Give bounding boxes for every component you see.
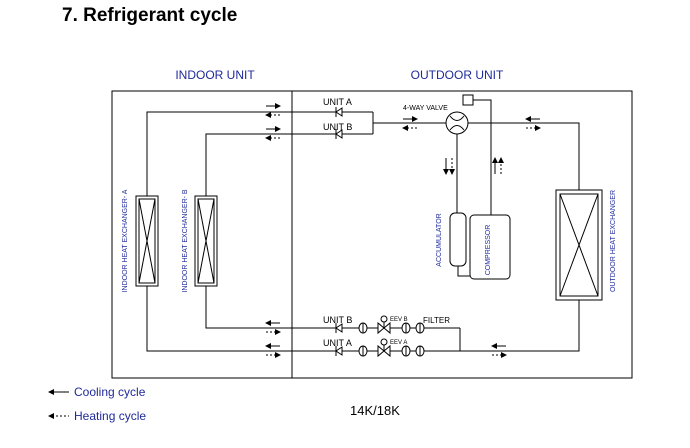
indoor-heat-exchanger-b bbox=[194, 195, 218, 287]
outdoor-heat-exchanger bbox=[555, 189, 603, 301]
outdoor-hx-label: OUTDOOR HEAT EXCHANGER bbox=[610, 190, 617, 292]
legend-heating: Heating cycle bbox=[48, 409, 146, 423]
unit-a-top-label: UNIT A bbox=[323, 97, 352, 107]
indoor-unit-label: INDOOR UNIT bbox=[175, 68, 255, 82]
solid-arrow-icon bbox=[48, 389, 69, 395]
unit-b-bottom-label: UNIT B bbox=[323, 315, 352, 325]
indoor-hx-a-label: INDOOR HEAT EXCHANGER- A bbox=[122, 189, 129, 292]
outdoor-unit-label: OUTDOOR UNIT bbox=[411, 68, 504, 82]
indoor-heat-exchanger-a bbox=[135, 195, 159, 287]
legend-cooling-label: Cooling cycle bbox=[74, 385, 146, 399]
refrigerant-cycle-diagram: INDOOR UNIT OUTDOOR UNIT bbox=[111, 68, 633, 379]
page-title: 7. Refrigerant cycle bbox=[62, 5, 238, 26]
eev-b-label: EEV B bbox=[390, 317, 408, 323]
check-valves-top bbox=[335, 107, 343, 139]
legend-cooling: Cooling cycle bbox=[48, 385, 145, 399]
unit-b-top-label: UNIT B bbox=[323, 122, 352, 132]
filter-label: FILTER bbox=[423, 316, 450, 325]
liquid-line-components bbox=[335, 315, 425, 358]
flow-arrows bbox=[265, 103, 541, 358]
accumulator-label: ACCUMULATOR bbox=[436, 213, 443, 266]
four-way-valve-label: 4-WAY VALVE bbox=[403, 105, 448, 112]
compressor-label: COMPRESSOR bbox=[485, 225, 492, 276]
four-way-valve bbox=[445, 94, 474, 135]
unit-frames bbox=[111, 90, 633, 379]
accumulator bbox=[449, 212, 467, 267]
model-label: 14K/18K bbox=[350, 403, 400, 418]
eev-a-label: EEV A bbox=[390, 340, 407, 346]
compressor bbox=[469, 214, 511, 280]
unit-a-bottom-label: UNIT A bbox=[323, 338, 352, 348]
dashed-arrow-icon bbox=[48, 413, 69, 419]
indoor-hx-b-label: INDOOR HEAT EXCHANGER- B bbox=[182, 189, 189, 293]
refrigerant-pipes bbox=[146, 99, 580, 352]
legend-heating-label: Heating cycle bbox=[74, 409, 147, 423]
